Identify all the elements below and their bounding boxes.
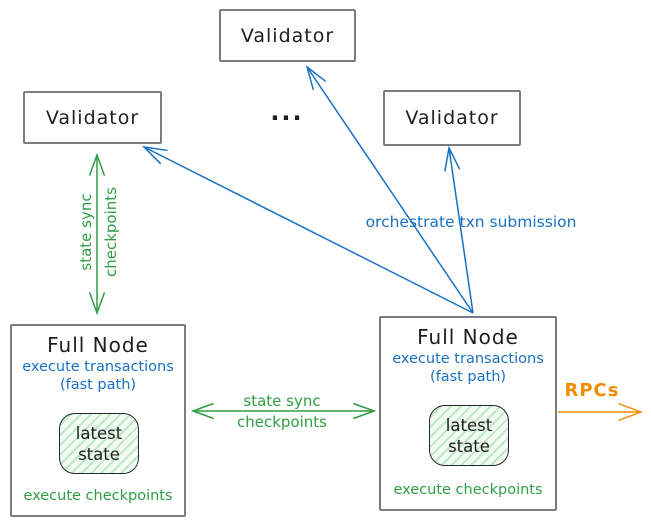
full-node-left-execute-transactions: execute transactions (fast path) xyxy=(22,359,174,393)
latest-state-left-label: latest state xyxy=(75,423,123,464)
full-node-right-title: Full Node xyxy=(417,325,519,349)
full-node-right-box: Full Node execute transactions (fast pat… xyxy=(379,316,557,511)
validator-top-box: Validator xyxy=(219,9,356,62)
validator-top-label: Validator xyxy=(240,24,335,47)
validator-right-label: Validator xyxy=(405,107,499,129)
validator-left-label: Validator xyxy=(45,106,140,129)
state-sync-mid-label-line1: state sync xyxy=(243,392,321,410)
full-node-right-execute-transactions: execute transactions (fast path) xyxy=(392,351,544,385)
state-sync-mid-label-line2: checkpoints xyxy=(237,413,327,431)
state-sync-left-label-line1: state sync xyxy=(77,193,95,271)
state-sync-left-label-line2: checkpoints xyxy=(102,187,120,277)
latest-state-right-label: latest state xyxy=(445,415,493,456)
full-node-left-box: Full Node execute transactions (fast pat… xyxy=(10,324,186,517)
orchestrate-txn-submission-label: orchestrate txn submission xyxy=(365,213,577,231)
validator-right-box: Validator xyxy=(383,90,521,146)
latest-state-left-box: latest state xyxy=(59,413,139,474)
full-node-left-execute-checkpoints: execute checkpoints xyxy=(23,488,173,504)
rpcs-label: RPCs xyxy=(564,380,620,401)
validator-left-box: Validator xyxy=(23,91,162,144)
full-node-left-title: Full Node xyxy=(47,333,149,357)
full-node-right-execute-checkpoints: execute checkpoints xyxy=(393,482,543,498)
validators-ellipsis: ... xyxy=(270,98,304,126)
latest-state-right-box: latest state xyxy=(429,405,509,466)
